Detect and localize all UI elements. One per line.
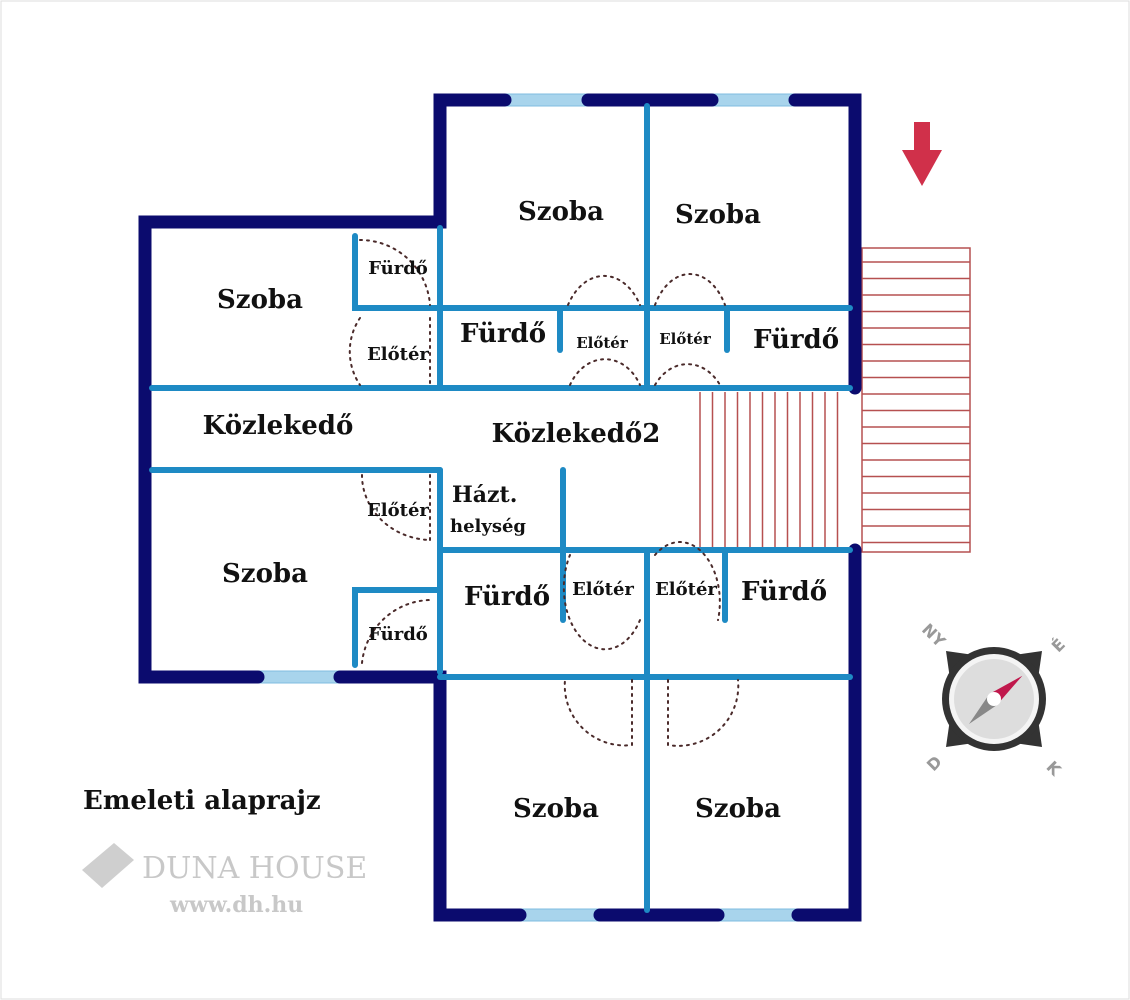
staircase (692, 392, 850, 548)
room-label: Szoba (222, 559, 308, 589)
door-swings (348, 238, 740, 747)
window (519, 908, 601, 922)
room-label: helység (450, 516, 526, 537)
watermark-brand: DUNA HOUSE (142, 851, 367, 886)
room-label: Fürdő (368, 258, 428, 279)
balcony-stairs (861, 247, 971, 553)
watermark: DUNA HOUSE www.dh.hu (82, 843, 367, 918)
room-label: Előtér (572, 579, 634, 600)
window (257, 670, 341, 684)
room-label: Fürdő (753, 325, 839, 355)
window (717, 908, 799, 922)
room-label: Szoba (518, 197, 604, 227)
room-label: Házt. (452, 482, 517, 508)
room-label: Előtér (659, 330, 712, 348)
room-label: Előtér (655, 579, 717, 600)
room-label: Előtér (367, 344, 429, 365)
compass-nw-label: NY (918, 620, 949, 651)
outer-walls (138, 93, 862, 922)
window (711, 93, 796, 107)
window (504, 93, 589, 107)
room-label: Fürdő (741, 577, 827, 607)
watermark-url: www.dh.hu (169, 892, 303, 918)
room-label: Fürdő (368, 624, 428, 645)
room-label: Közlekedő (203, 411, 354, 441)
room-label: Előtér (576, 334, 629, 352)
room-label: Fürdő (460, 319, 546, 349)
room-label: Szoba (217, 285, 303, 315)
room-labels: Szoba Szoba Szoba Szoba Szoba Szoba Fürd… (83, 197, 839, 824)
plan-title: Emeleti alaprajz (83, 786, 321, 816)
room-label: Szoba (513, 794, 599, 824)
room-label: Előtér (367, 500, 429, 521)
compass-ne-label: É (1048, 635, 1069, 656)
compass-sw-label: D (923, 752, 946, 775)
inner-walls (149, 103, 853, 913)
room-label: Szoba (675, 200, 761, 230)
room-label: Fürdő (464, 582, 550, 612)
room-label: Közlekedő2 (492, 419, 661, 449)
room-label: Szoba (695, 794, 781, 824)
compass-se-label: K (1043, 757, 1066, 780)
duna-house-logo-icon (82, 843, 134, 888)
entrance-arrow-icon (902, 122, 942, 186)
compass-icon: NY É D K (918, 620, 1069, 780)
